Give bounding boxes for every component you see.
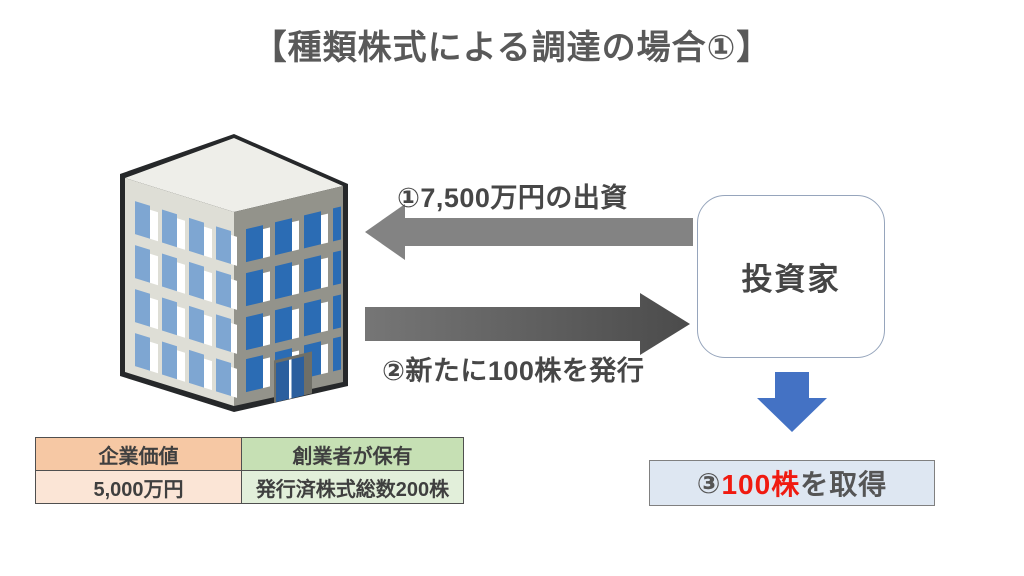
down-arrow-icon [755,372,829,434]
share-issue-label: ②新たに100株を発行 [382,356,645,386]
acquisition-highlight: 100株 [721,469,801,500]
slide-title: 【種類株式による調達の場合①】 [252,29,772,67]
investor-label: 投資家 [741,262,841,297]
cell-corporate-value: 5,000万円 [35,470,242,504]
investor-box: 投資家 [697,195,885,358]
investment-label: ①7,500万円の出資 [397,183,628,213]
acquisition-prefix: ③ [696,467,722,499]
table-value-row: 5,000万円 発行済株式総数200株 [35,470,464,504]
company-value-table: 企業価値 創業者が保有 5,000万円 発行済株式総数200株 [35,437,464,504]
share-issue-arrow-icon [363,292,693,356]
cell-founder-header: 創業者が保有 [241,437,464,471]
cell-corporate-value-header: 企業価値 [35,437,242,471]
cell-founder-shares: 発行済株式総数200株 [241,470,464,504]
table-header-row: 企業価値 創業者が保有 [35,437,464,471]
company-building-icon [112,128,358,414]
acquisition-suffix: を取得 [800,469,888,500]
investment-arrow-icon [363,202,693,262]
